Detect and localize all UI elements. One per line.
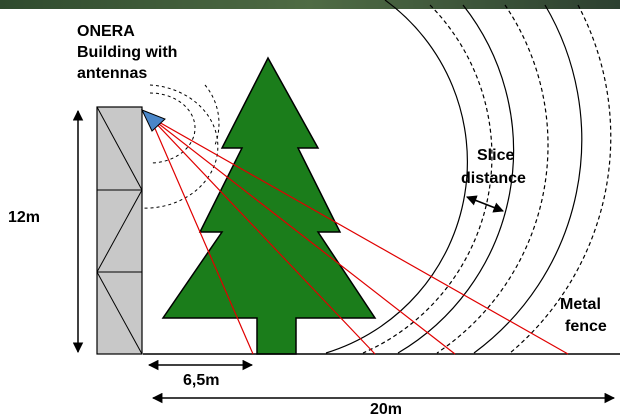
antenna-rays <box>149 116 569 355</box>
onera-building <box>96 106 143 355</box>
slice-arc-3 <box>397 4 515 354</box>
tree <box>161 56 377 355</box>
ray-4 <box>149 116 569 355</box>
photo-strip <box>0 0 620 9</box>
fence-label-line1: Metal <box>560 296 601 313</box>
height-label: 12m <box>8 209 40 226</box>
slice-arcs <box>325 0 612 354</box>
slice-arc-5 <box>473 4 583 354</box>
fence-label-line2: fence <box>565 318 607 335</box>
total-distance-label: 20m <box>370 401 402 415</box>
slice-distance-arrow <box>466 195 504 213</box>
ray-2 <box>149 116 376 355</box>
slice-arc-1 <box>325 0 468 354</box>
antenna-icon <box>141 109 166 132</box>
ray-1 <box>149 116 254 355</box>
building-label-line3: antennas <box>77 65 147 82</box>
slice-label-line1: Slice <box>477 147 514 164</box>
building-label-line2: Building with <box>77 44 177 61</box>
slice-label-line2: distance <box>461 170 526 187</box>
tree-distance-label: 6,5m <box>183 372 219 389</box>
ray-3 <box>149 116 456 355</box>
slice-arc-4 <box>436 4 549 354</box>
building-label-line1: ONERA <box>77 23 135 40</box>
slice-arc-6 <box>509 4 612 354</box>
